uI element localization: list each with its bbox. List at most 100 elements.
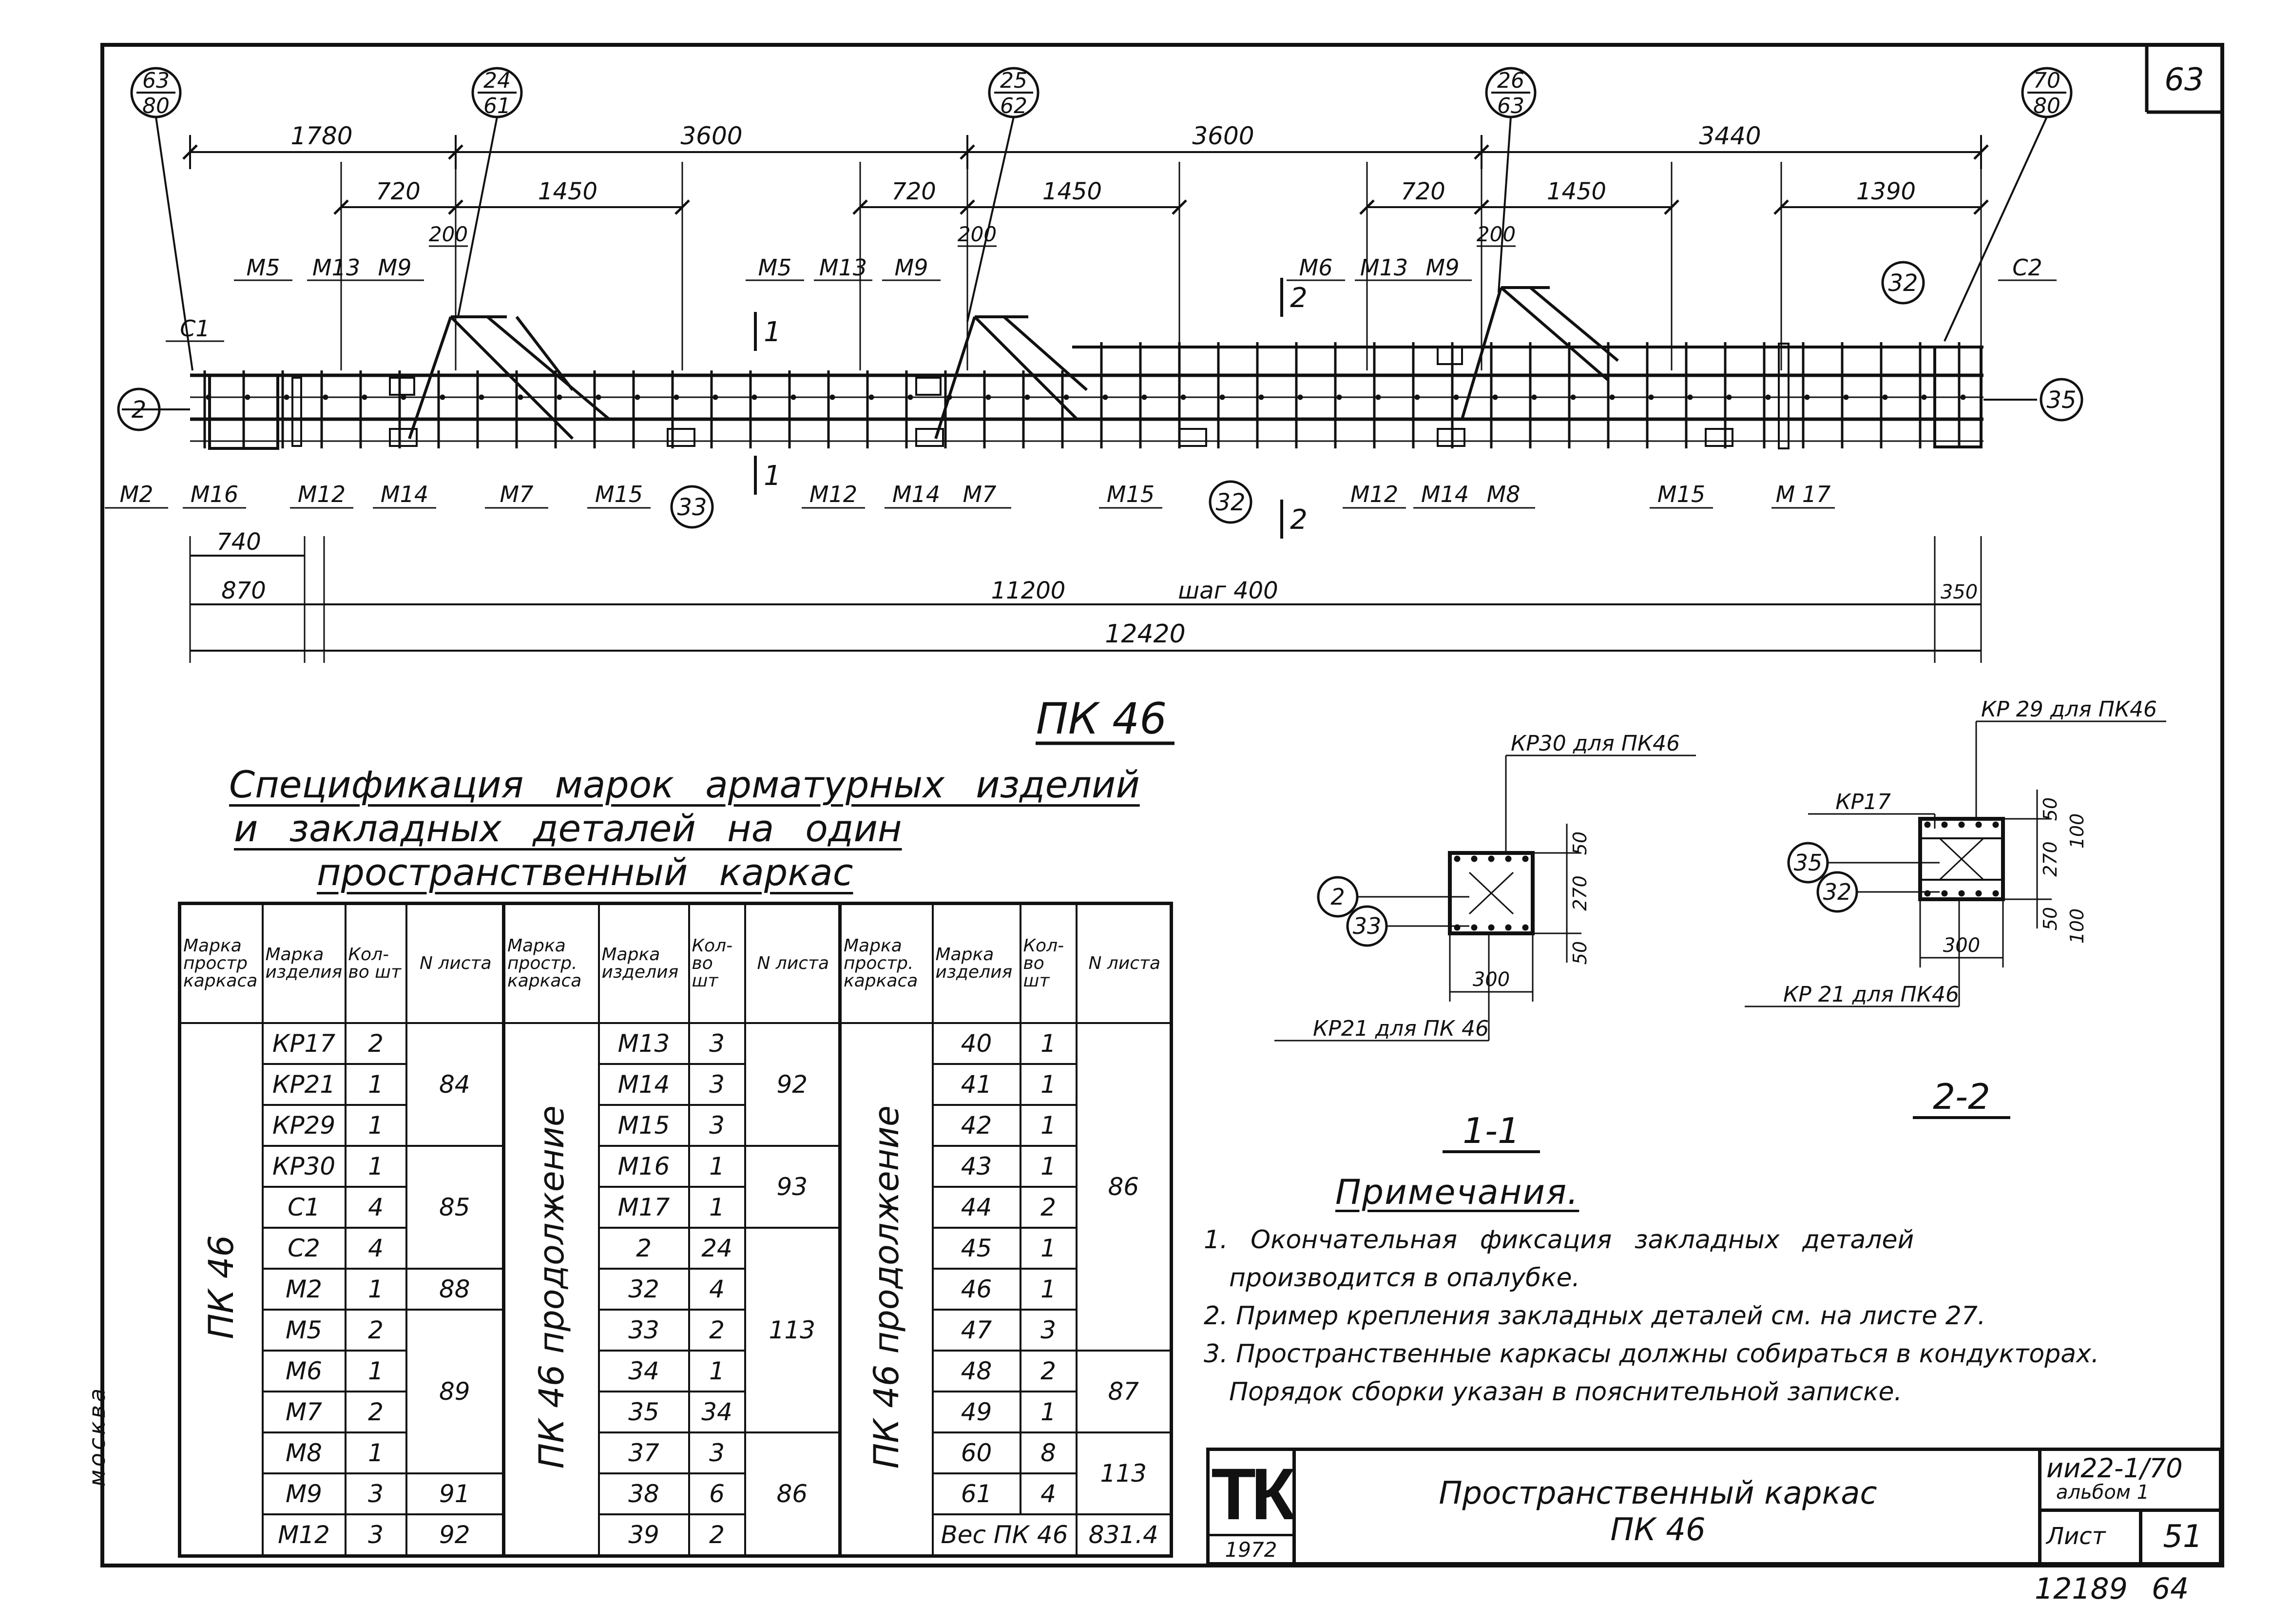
sheet-no-cell: 84 bbox=[405, 1022, 505, 1147]
qty-cell: 4 bbox=[344, 1186, 407, 1229]
item-mark-cell: 38 bbox=[597, 1472, 690, 1515]
qty-cell: 1 bbox=[688, 1186, 746, 1229]
embedded-plate bbox=[1705, 428, 1733, 447]
dimension-tick bbox=[1973, 144, 1989, 160]
callout-top: 26 bbox=[1497, 68, 1524, 93]
section-dim: 50 bbox=[1569, 941, 1591, 965]
bar-dot bbox=[596, 394, 601, 400]
notes-heading: Примечания. bbox=[1335, 1172, 1579, 1212]
leader-label-bottom: M14 bbox=[892, 481, 940, 507]
bar-dot bbox=[1471, 924, 1478, 931]
note-line: 2. Пример крепления закладных деталей см… bbox=[1204, 1301, 1986, 1331]
dimension-label: 200 bbox=[429, 222, 468, 246]
callout-bottom: 63 bbox=[1497, 94, 1524, 118]
dimension-label: 12420 bbox=[1105, 619, 1185, 649]
stamp-year: 1972 bbox=[1210, 1534, 1292, 1565]
note-line: 3. Пространственные каркасы должны собир… bbox=[1204, 1339, 2099, 1369]
leader-label-bottom: M15 bbox=[595, 481, 643, 507]
item-mark-cell: 35 bbox=[597, 1391, 690, 1433]
bar-dot bbox=[1180, 394, 1186, 400]
qty-cell: 1 bbox=[1019, 1104, 1078, 1147]
frame-mark-cell: ПК 46 продолжение bbox=[839, 1022, 934, 1557]
stamp-logo: ТК bbox=[1211, 1453, 1295, 1535]
stamp-album: альбом 1 bbox=[2056, 1481, 2150, 1504]
bar-dot bbox=[1024, 394, 1030, 400]
callout-top: 63 bbox=[142, 68, 170, 93]
embedded-plate bbox=[389, 428, 418, 447]
bar-dot bbox=[1492, 394, 1498, 400]
leader-label-top: M13 bbox=[312, 254, 360, 281]
position-circle bbox=[2040, 378, 2083, 422]
item-mark-cell: 45 bbox=[931, 1227, 1021, 1270]
col-header-frame-mark: Марка простр. каркаса bbox=[839, 902, 934, 1024]
bar-dot bbox=[1488, 855, 1495, 862]
callout-bottom: 62 bbox=[1000, 94, 1027, 118]
bar-dot bbox=[1958, 821, 1965, 828]
item-mark-cell: КР30 bbox=[261, 1145, 347, 1188]
col-header-qty: Кол-во шт bbox=[344, 902, 407, 1024]
bar-dot bbox=[985, 394, 991, 400]
dimension-label: шаг 400 bbox=[1178, 577, 1278, 604]
bar-dot bbox=[1505, 924, 1512, 931]
bar-dot bbox=[1958, 890, 1965, 897]
section-mark-label: 2 bbox=[1290, 504, 1308, 536]
leader-label-bottom: M15 bbox=[1107, 481, 1155, 507]
item-mark-cell: M9 bbox=[261, 1472, 347, 1515]
bar-dot bbox=[868, 394, 874, 400]
section-title: 1-1 bbox=[1463, 1110, 1520, 1151]
position-circle bbox=[1209, 480, 1252, 524]
qty-cell: 34 bbox=[688, 1391, 746, 1433]
qty-cell: 1 bbox=[344, 1268, 407, 1311]
dimension-label: 200 bbox=[1477, 222, 1516, 246]
bar-dot bbox=[1375, 394, 1381, 400]
bar-dot bbox=[1570, 394, 1576, 400]
dimension-label: 3440 bbox=[1699, 122, 1761, 150]
qty-cell: 4 bbox=[344, 1227, 407, 1270]
weight-value-cell: 831.4 bbox=[1075, 1513, 1173, 1557]
leader-label-top: M9 bbox=[1426, 254, 1460, 281]
leader-label-top: M13 bbox=[819, 254, 867, 281]
spec-header-row: Марка простр. каркаса Марка изделия Кол-… bbox=[502, 902, 841, 1024]
qty-cell: 1 bbox=[1019, 1145, 1078, 1188]
embedded-plate bbox=[389, 377, 415, 396]
frame-mark-label: ПК 46 bbox=[201, 1235, 242, 1339]
item-mark-cell: M13 bbox=[597, 1022, 690, 1065]
sheet-no-cell: 89 bbox=[405, 1309, 505, 1474]
bar-dot bbox=[1336, 394, 1342, 400]
diagonal-bar bbox=[1003, 315, 1088, 391]
col-header-frame-mark: Марка простр. каркаса bbox=[502, 902, 600, 1024]
qty-cell: 1 bbox=[344, 1350, 407, 1392]
qty-cell: 2 bbox=[688, 1513, 746, 1557]
bar-dot bbox=[518, 394, 523, 400]
sheet-no-cell: 91 bbox=[405, 1472, 505, 1515]
dimension-label: 350 bbox=[1941, 581, 1978, 603]
section-dim: 270 bbox=[1569, 875, 1591, 911]
leader-label-bottom: M12 bbox=[809, 481, 857, 507]
bar-dot bbox=[1258, 394, 1264, 400]
item-mark-cell: 41 bbox=[931, 1063, 1021, 1106]
frame-mark-label: ПК 46 продолжение bbox=[531, 1105, 572, 1469]
item-mark-cell: 44 bbox=[931, 1186, 1021, 1229]
leader-label-bottom: M12 bbox=[1350, 481, 1398, 507]
embedded-plate-m16 bbox=[291, 377, 302, 447]
diagonal-bar bbox=[1461, 287, 1502, 420]
side-text: москва bbox=[84, 1386, 110, 1487]
item-mark-cell: 2 bbox=[597, 1227, 690, 1270]
qty-cell: 4 bbox=[1019, 1472, 1078, 1515]
dimension-tick bbox=[448, 144, 463, 160]
